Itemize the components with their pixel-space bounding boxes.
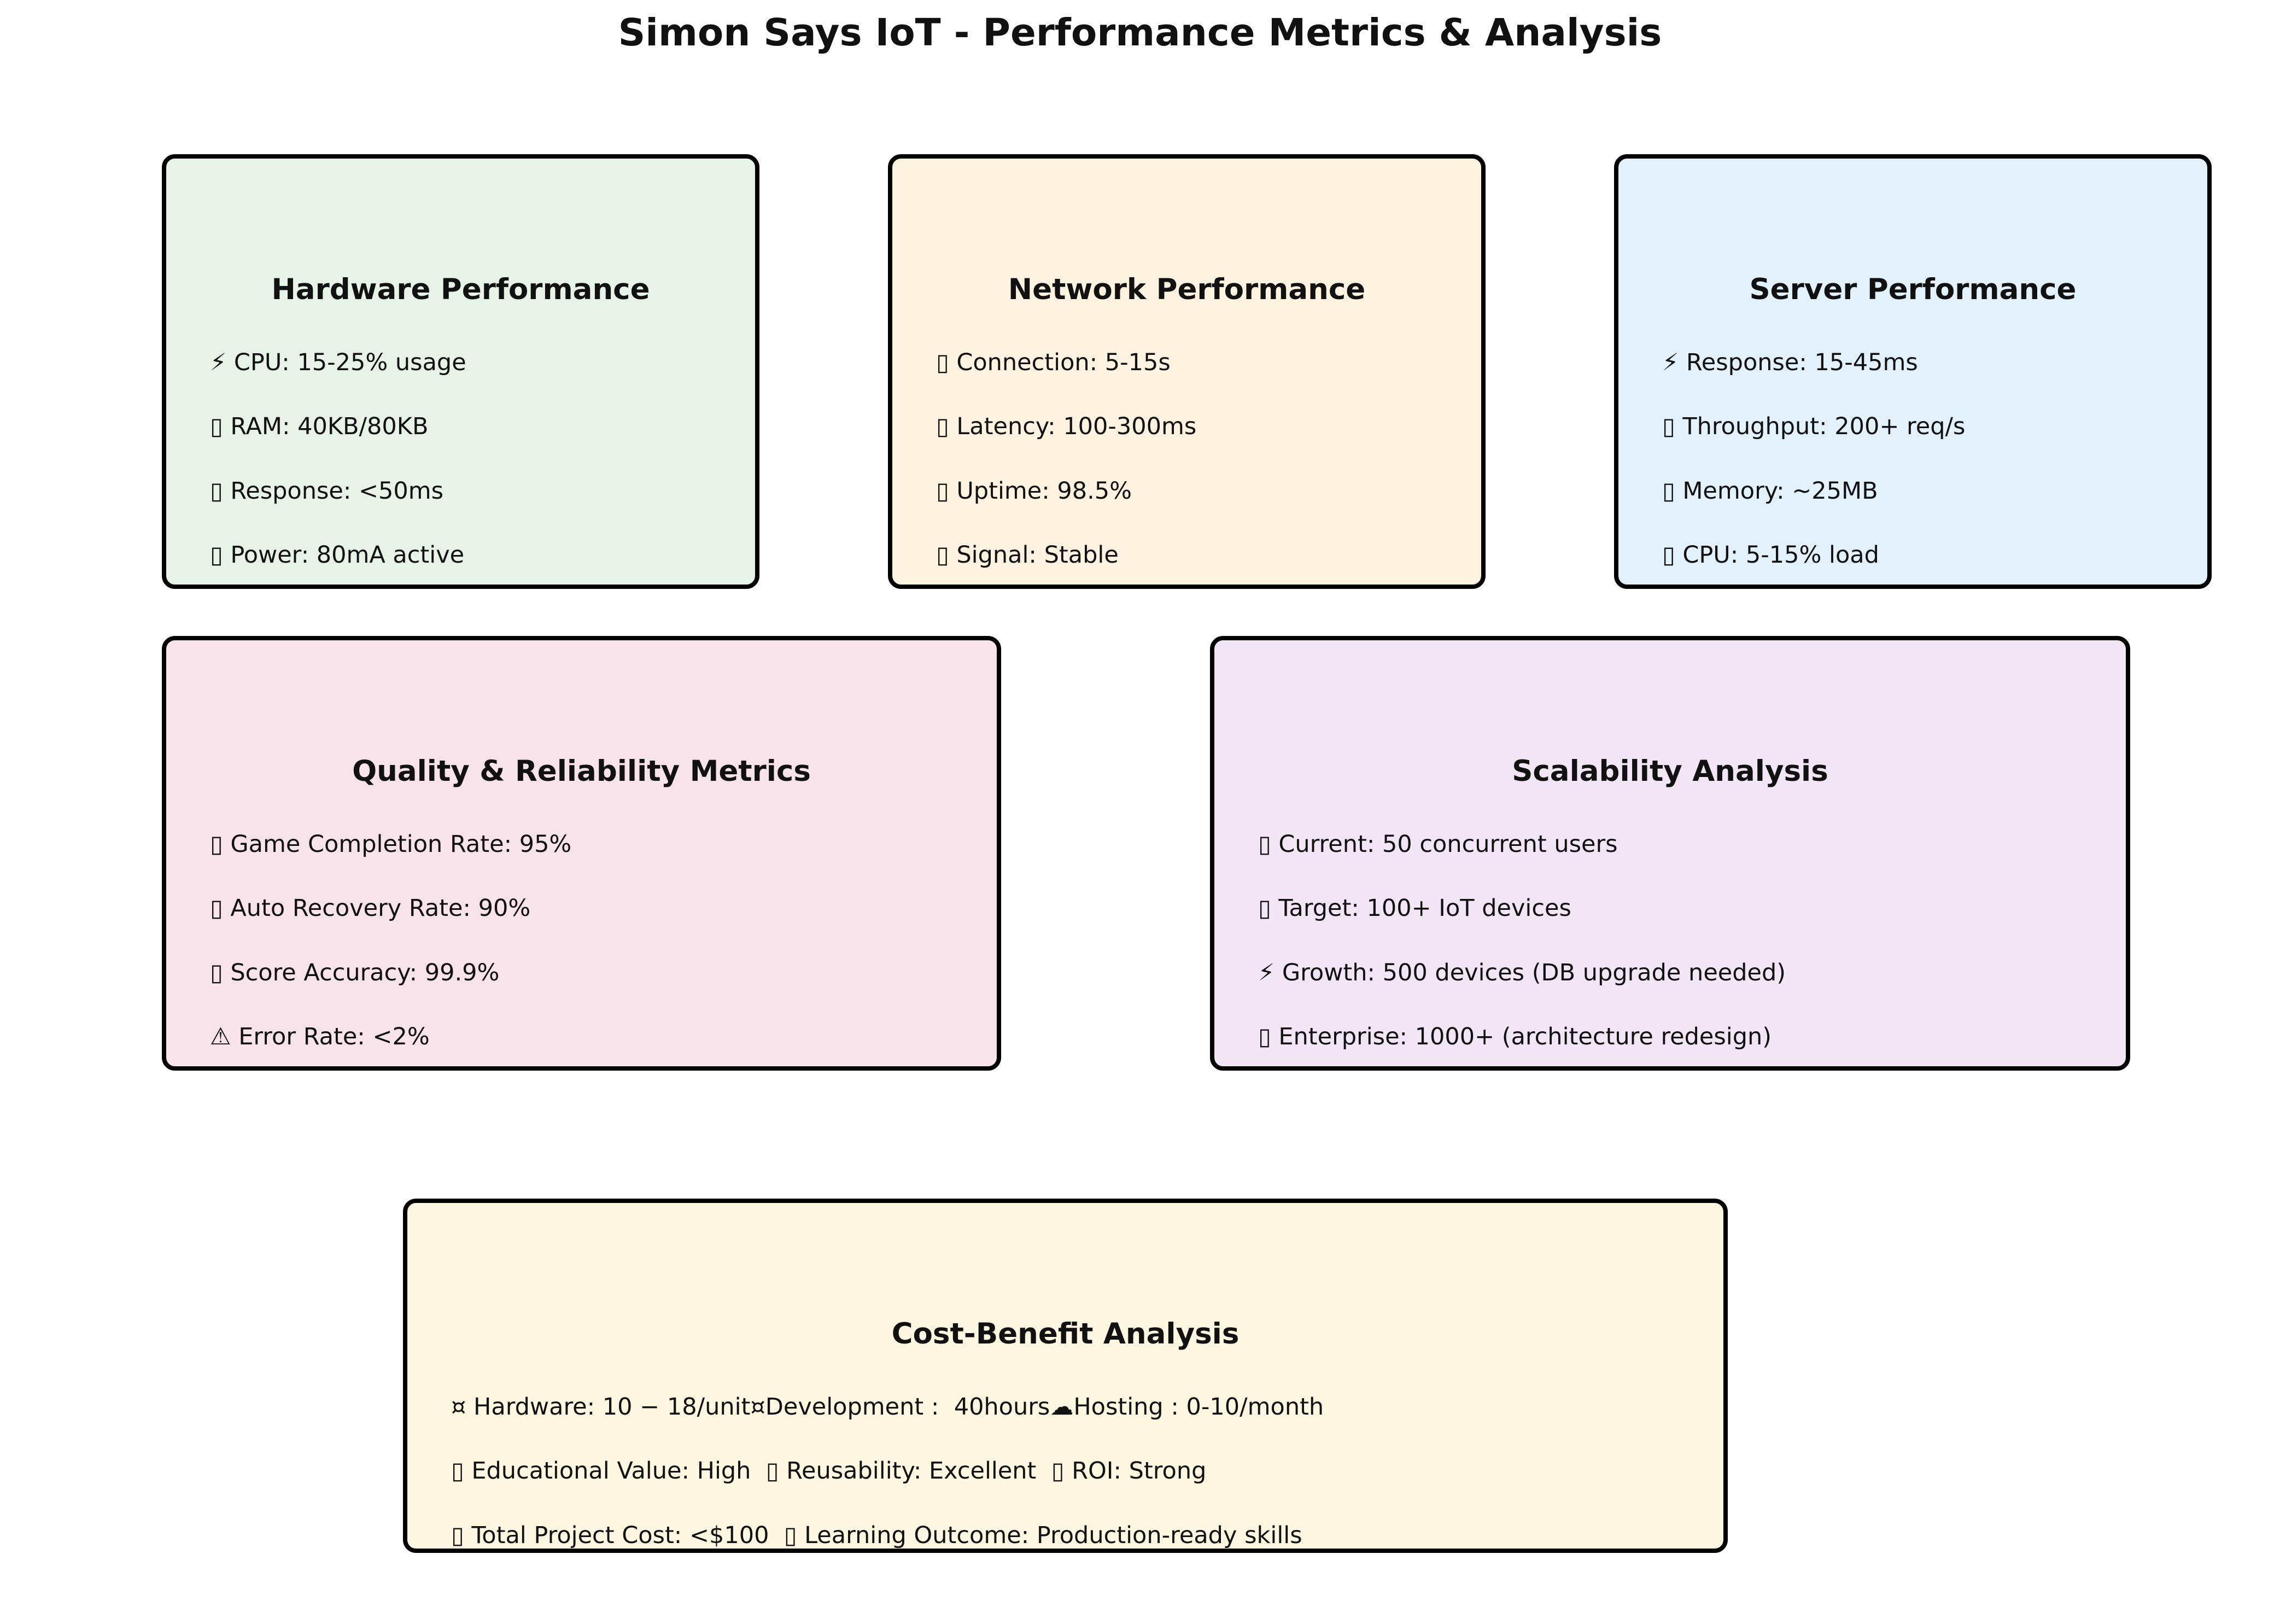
metric-item: ▯ Signal: Stable [936, 541, 1119, 569]
panel-title: Cost-Benefit Analysis [891, 1317, 1240, 1351]
panel-title: Network Performance [1008, 273, 1366, 306]
metric-item: ▯ Power: 80mA active [210, 541, 465, 569]
quality-reliability-panel: Quality & Reliability Metrics ▯ Game Com… [162, 636, 1001, 1071]
metric-item: ▯ Auto Recovery Rate: 90% [210, 895, 531, 922]
metric-item: ▯ RAM: 40KB/80KB [210, 413, 429, 440]
metric-item: ▯ Memory: ~25MB [1662, 477, 1878, 505]
metric-item: ▯ Response: <50ms [210, 477, 444, 505]
metric-item: ▯ Connection: 5-15s [936, 349, 1171, 376]
metric-item: ▯ Score Accuracy: 99.9% [210, 959, 500, 986]
metric-item: ▯ Target: 100+ IoT devices [1258, 895, 1571, 922]
metric-item: ▯ Educational Value: High ▯ Reusability:… [451, 1457, 1207, 1485]
network-performance-panel: Network Performance ▯ Connection: 5-15s … [888, 154, 1486, 589]
panel-title: Hardware Performance [271, 273, 650, 306]
metric-item: ⚠ Error Rate: <2% [210, 1023, 430, 1050]
metric-item: ▯ Enterprise: 1000+ (architecture redesi… [1258, 1023, 1772, 1050]
metric-item: ¤ Hardware: 10 − 18/unit¤Development : 4… [451, 1393, 1324, 1421]
server-performance-panel: Server Performance ⚡ Response: 15-45ms ▯… [1614, 154, 2212, 589]
metric-item: ⚡ Response: 15-45ms [1662, 349, 1918, 376]
metric-item: ▯ Throughput: 200+ req/s [1662, 413, 1966, 440]
cost-benefit-panel: Cost-Benefit Analysis ¤ Hardware: 10 − 1… [403, 1199, 1728, 1553]
page-title: Simon Says IoT - Performance Metrics & A… [618, 11, 1662, 55]
metric-item: ⚡ Growth: 500 devices (DB upgrade needed… [1258, 959, 1786, 986]
metric-item: ▯ Current: 50 concurrent users [1258, 831, 1618, 858]
scalability-analysis-panel: Scalability Analysis ▯ Current: 50 concu… [1210, 636, 2130, 1071]
panel-title: Server Performance [1749, 273, 2077, 306]
panel-title: Quality & Reliability Metrics [352, 755, 811, 788]
metric-item: ▯ CPU: 5-15% load [1662, 541, 1879, 569]
metric-item: ⚡ CPU: 15-25% usage [210, 349, 466, 376]
metric-item: ▯ Uptime: 98.5% [936, 477, 1132, 505]
metric-item: ▯ Total Project Cost: <$100 ▯ Learning O… [451, 1522, 1302, 1549]
panel-title: Scalability Analysis [1512, 755, 1828, 788]
metric-item: ▯ Game Completion Rate: 95% [210, 831, 572, 858]
hardware-performance-panel: Hardware Performance ⚡ CPU: 15-25% usage… [162, 154, 759, 589]
metric-item: ▯ Latency: 100-300ms [936, 413, 1197, 440]
